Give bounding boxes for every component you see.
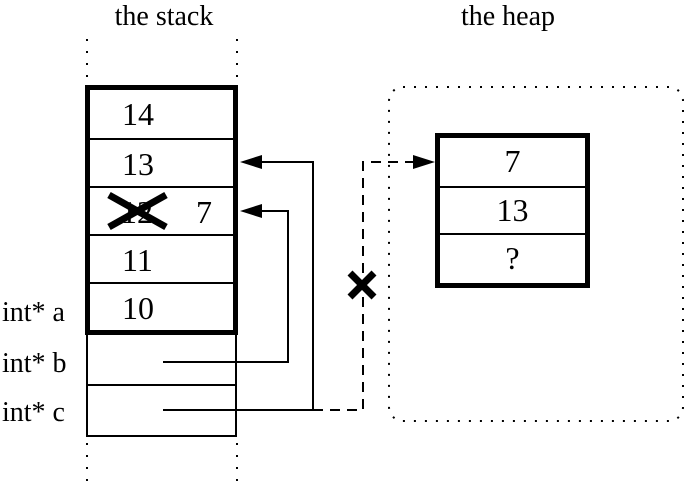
heap-cell-question: ? — [505, 240, 520, 276]
stack-title: the stack — [114, 1, 214, 32]
dangling-pointer-cross-out-icon — [347, 270, 377, 300]
stack-cell-13: 13 — [90, 138, 233, 186]
pointer-b-arrowhead-icon — [240, 204, 262, 218]
old-heap-pointer-arrowhead-icon — [413, 155, 435, 169]
stack-cell-old-value: 12 — [121, 194, 153, 230]
heap-title: the heap — [460, 1, 556, 32]
stack-frame-box: 14 13 12 7 11 10 — [85, 85, 238, 335]
var-label-int-c: int* c — [2, 397, 65, 428]
pointer-c-arrowhead-icon — [240, 155, 262, 169]
var-label-int-b: int* b — [2, 348, 67, 379]
heap-cell-7: 7 — [504, 143, 521, 179]
stack-cell-reassigned: 12 7 — [90, 186, 233, 234]
pointer-row-b — [88, 335, 235, 386]
heap-allocation-box: 7 13 ? — [435, 133, 590, 288]
stack-cell-10: 10 — [90, 282, 233, 330]
stack-cell-new-value: 7 — [196, 194, 212, 230]
pointer-row-c — [88, 386, 235, 437]
stack-cell-11: 11 — [90, 234, 233, 282]
stack-pointer-rows — [86, 335, 237, 437]
stack-cell-14: 14 — [122, 96, 154, 132]
old-heap-pointer-dashed-line — [313, 161, 416, 411]
heap-cell-13: 13 — [440, 186, 585, 235]
var-label-int-a: int* a — [2, 297, 65, 328]
